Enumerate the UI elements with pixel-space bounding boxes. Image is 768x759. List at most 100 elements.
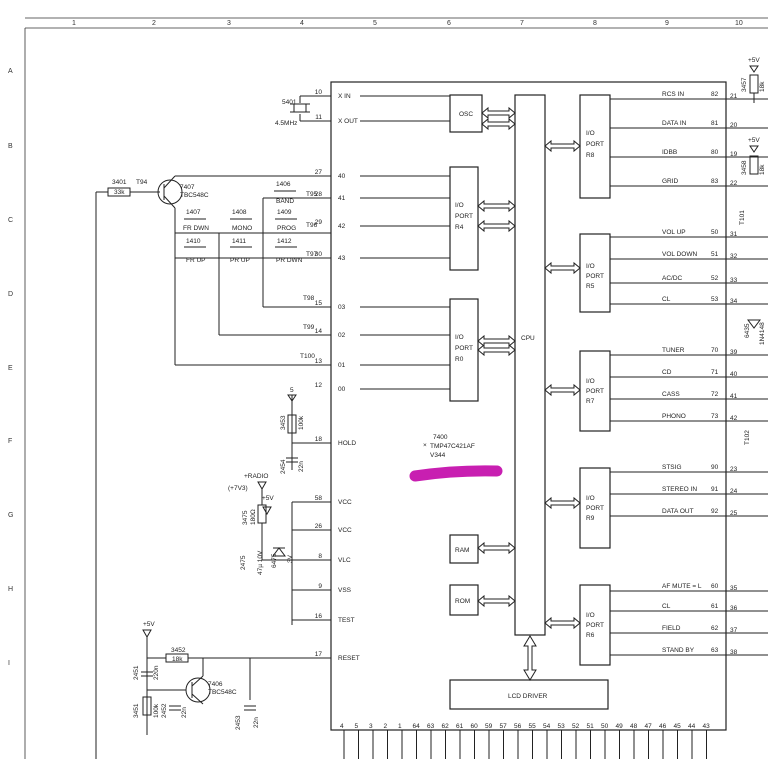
port-r6-l2: PORT bbox=[586, 622, 604, 629]
port-r0-l2: PORT bbox=[455, 345, 473, 352]
r3451-value: 100k bbox=[153, 703, 160, 718]
pin-name: RESET bbox=[338, 655, 360, 662]
sw1407-ref: 1407 bbox=[186, 209, 201, 216]
signal-name: VOL DOWN bbox=[662, 251, 697, 258]
t102-label: T102 bbox=[744, 430, 751, 445]
pin-number: 28 bbox=[315, 191, 323, 198]
bottom-pin-number: 59 bbox=[485, 723, 493, 730]
t7406-type: TBC548C bbox=[208, 689, 237, 696]
c2454-value: 22n bbox=[298, 461, 305, 472]
osc-block bbox=[449, 94, 483, 133]
bus-arrow-vertical bbox=[523, 635, 537, 681]
signal-port: 73 bbox=[711, 413, 719, 420]
c2451-ref: 2451 bbox=[133, 665, 140, 680]
port-r0-block bbox=[449, 298, 479, 402]
pin-name: VSS bbox=[338, 587, 352, 594]
signal-port: 60 bbox=[711, 583, 719, 590]
r3457-value: 18k bbox=[759, 81, 766, 92]
ram-block bbox=[449, 534, 479, 564]
plus5-small: 5 bbox=[290, 387, 294, 394]
signal-port: 81 bbox=[711, 120, 719, 127]
sw1410-ref: 1410 bbox=[186, 238, 201, 245]
r3452-value: 18k bbox=[172, 656, 183, 663]
pin-number: 12 bbox=[315, 382, 323, 389]
bus-arrow bbox=[544, 616, 581, 630]
signal-pin: 32 bbox=[730, 253, 738, 260]
signal-pin: 19 bbox=[730, 151, 738, 158]
pin-name: VCC bbox=[338, 527, 352, 534]
sw1408-ref: 1408 bbox=[232, 209, 247, 216]
pin-name: TEST bbox=[338, 617, 355, 624]
v73-label: (+7V3) bbox=[228, 485, 248, 492]
pin-number: 16 bbox=[315, 613, 323, 620]
crystal-5401: 5401 4.5MHz bbox=[275, 95, 331, 127]
crystal-ref: 5401 bbox=[282, 99, 297, 106]
lcd-driver-label: LCD DRIVER bbox=[508, 693, 548, 700]
grid-col: 10 bbox=[735, 20, 743, 27]
grid-col: 7 bbox=[520, 20, 524, 27]
signal-port: 61 bbox=[711, 603, 719, 610]
t100-label: T100 bbox=[300, 353, 315, 360]
pin-number: 17 bbox=[315, 651, 323, 658]
signal-port: 62 bbox=[711, 625, 719, 632]
signal-pin: 40 bbox=[730, 371, 738, 378]
grid-columns: 1 2 3 4 5 6 7 8 9 10 bbox=[72, 20, 743, 27]
signal-name: STEREO IN bbox=[662, 486, 697, 493]
pin-name: 00 bbox=[338, 386, 346, 393]
bottom-pin-number: 2 bbox=[384, 723, 388, 730]
r3453-ref: 3453 bbox=[280, 415, 287, 430]
bottom-pin-number: 52 bbox=[572, 723, 580, 730]
t7406-ref: 7406 bbox=[208, 681, 223, 688]
bus-arrow bbox=[481, 117, 516, 131]
signal-name: CL bbox=[662, 603, 671, 610]
port-r8-l3: R8 bbox=[586, 152, 595, 159]
r3452-ref: 3452 bbox=[171, 647, 186, 654]
bus-arrow bbox=[544, 383, 581, 397]
port-r8-l2: PORT bbox=[586, 141, 604, 148]
pin-name: 42 bbox=[338, 223, 346, 230]
port-r0-l1: I/O bbox=[455, 334, 464, 341]
lcd-driver-block bbox=[449, 679, 609, 710]
bottom-pin-number: 44 bbox=[688, 723, 696, 730]
chip-ref: 7400 bbox=[433, 434, 448, 441]
pin-name: 40 bbox=[338, 173, 346, 180]
sw1410-name: FR UP bbox=[186, 257, 206, 264]
grid-col: 5 bbox=[373, 20, 377, 27]
port-r4-l2: PORT bbox=[455, 213, 473, 220]
pin-number: 27 bbox=[315, 169, 323, 176]
port-r8-l1: I/O bbox=[586, 130, 595, 137]
signal-name: VOL UP bbox=[662, 229, 686, 236]
signal-pin: 42 bbox=[730, 415, 738, 422]
t101-label: T101 bbox=[739, 210, 746, 225]
bottom-pin-number: 48 bbox=[630, 723, 638, 730]
grid-col: 6 bbox=[447, 20, 451, 27]
plus5v-a: +5V bbox=[748, 57, 760, 64]
port-r5-l2: PORT bbox=[586, 273, 604, 280]
bottom-pin-number: 43 bbox=[703, 723, 711, 730]
plus5v-b: +5V bbox=[748, 137, 760, 144]
bottom-pin-number: 49 bbox=[616, 723, 624, 730]
port-r6-l3: R6 bbox=[586, 632, 595, 639]
signal-name: GRID bbox=[662, 178, 679, 185]
signal-port: 70 bbox=[711, 347, 719, 354]
signal-port: 63 bbox=[711, 647, 719, 654]
t7407-ref: 7407 bbox=[180, 184, 195, 191]
bottom-pin-number: 57 bbox=[500, 723, 508, 730]
bottom-pin-number: 5 bbox=[355, 723, 359, 730]
port-r4-block bbox=[449, 166, 479, 271]
rom-label: ROM bbox=[455, 598, 470, 605]
pin-name: VLC bbox=[338, 557, 351, 564]
plus5v-h: +5V bbox=[143, 621, 155, 628]
bus-arrow bbox=[481, 106, 516, 120]
grid-col: 1 bbox=[72, 20, 76, 27]
r3475-ref: 3475 bbox=[242, 510, 249, 525]
bus-arrow bbox=[477, 343, 516, 357]
bottom-pin-number: 3 bbox=[369, 723, 373, 730]
chip-variant: V344 bbox=[430, 452, 446, 459]
signal-pin: 24 bbox=[730, 488, 738, 495]
sw1406-name: BAND bbox=[276, 198, 294, 205]
port-r7-l2: PORT bbox=[586, 388, 604, 395]
pin-name: VCC bbox=[338, 499, 352, 506]
signal-pin: 41 bbox=[730, 393, 738, 400]
